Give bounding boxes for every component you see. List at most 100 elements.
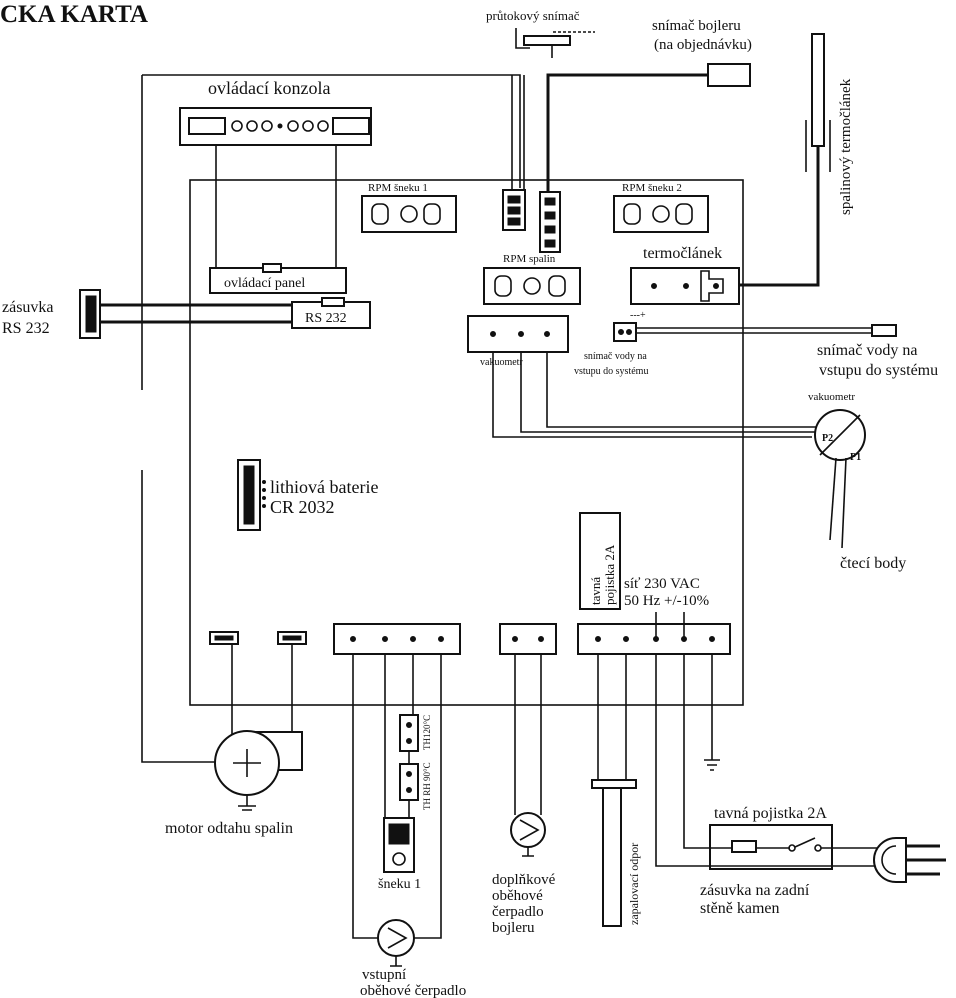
thermostat-120-label: TH120°C: [422, 715, 432, 750]
rear-switch-icon: [794, 837, 816, 848]
console-buttons: [231, 120, 329, 132]
extra-pump-label-3: čerpadlo: [492, 904, 544, 920]
diagram-title: CKA KARTA: [0, 1, 148, 28]
mains-ground-icon: [704, 654, 720, 771]
board-fuse-label-1: tavná: [588, 577, 603, 605]
boiler-pin-3: [544, 225, 556, 234]
water-sensor-connector: [613, 322, 637, 342]
boiler-pin-1: [544, 197, 556, 206]
flow-pin-3: [507, 217, 521, 226]
th120-pin-1: [406, 722, 412, 728]
vacuum-meter-needle: [819, 414, 861, 456]
thermocouple-pins: [651, 283, 719, 289]
thermocouple-cable: [740, 146, 820, 287]
vacuum-wire-3: [546, 352, 820, 428]
control-panel-tab: [262, 263, 282, 273]
extra-pump-pin-1: [512, 636, 518, 642]
console-display-right: [332, 117, 370, 135]
water-pin-2: [626, 329, 632, 335]
exhaust-terminal-2-pin: [282, 635, 302, 641]
th120-pin-2: [406, 738, 412, 744]
inlet-pump-ground: [390, 956, 402, 967]
thermocouple-latch: [700, 270, 724, 302]
flow-sensor-label: průtokový snímač: [486, 8, 580, 23]
rpm-auger-1-label: RPM šneku 1: [368, 182, 428, 194]
vacuum-wire-2: [520, 352, 816, 433]
water-sensor-connector-label-1: snímač vody na: [584, 351, 647, 362]
rpm-flue-connector: [483, 267, 581, 305]
extra-pump: [510, 812, 546, 848]
reading-tube-1: [829, 457, 837, 541]
main-board: [189, 179, 744, 706]
boiler-sensor-cable: [546, 73, 708, 192]
rs232-socket-label-1: zásuvka: [2, 299, 54, 316]
extra-pump-arrow: [519, 819, 540, 841]
vacuum-meter-pins: [490, 331, 550, 337]
power-plug-icon: [873, 837, 907, 883]
boiler-pin-4: [544, 239, 556, 248]
rear-switch-contact-1: [788, 844, 796, 852]
auger-motor-label: šneku 1: [378, 877, 421, 892]
water-sensor-connector-label-2: vstupu do systému: [574, 366, 648, 377]
igniter-head: [591, 779, 637, 789]
rs232-connector-label: RS 232: [305, 311, 347, 326]
console-label: ovládací konzola: [208, 78, 330, 98]
rs232-socket-label-2: RS 232: [2, 320, 50, 337]
th90-pin-1: [406, 771, 412, 777]
flow-sensor-head: [523, 35, 571, 46]
boiler-sensor: [707, 63, 751, 87]
rpm-auger-2-label: RPM šneku 2: [622, 182, 682, 194]
power-plug-pins: [906, 844, 946, 876]
rpm-auger-2-connector: [613, 195, 709, 233]
extra-pump-ground: [522, 847, 534, 857]
flow-pin-2: [507, 206, 521, 215]
mains-neutral-wire: [655, 654, 710, 867]
boiler-sensor-label-2: (na objednávku): [654, 37, 752, 53]
inlet-pump-label-1: vstupní: [362, 967, 406, 983]
thermostat-120: [399, 714, 419, 752]
reading-tube-2: [841, 457, 847, 549]
board-fuse-label-2: pojistka 2A: [602, 544, 617, 605]
outer-frame-left-lower: [141, 470, 222, 763]
rear-fuse-label: tavná pojistka 2A: [714, 805, 827, 822]
vacuum-meter-label: vakuometr: [808, 391, 855, 403]
rear-fuse: [731, 840, 757, 853]
thermostat-90-label: TH RH 90°C: [422, 762, 432, 810]
boiler-sensor-label-1: snímač bojleru: [652, 18, 741, 34]
water-pin-1: [618, 329, 624, 335]
console-display-left: [188, 117, 226, 135]
control-panel-label: ovládací panel: [224, 276, 305, 291]
water-polarity-label: ---+: [630, 310, 646, 321]
extra-pump-label-2: oběhové: [492, 888, 543, 904]
inlet-pump: [377, 919, 415, 957]
rpm-auger-1-connector: [361, 195, 457, 233]
battery-contacts: [262, 480, 266, 508]
rear-fuse-box: [709, 824, 833, 870]
inlet-pump-arrow: [387, 927, 408, 949]
igniter-label: zapalovací odpor: [627, 843, 641, 925]
auger-motor-shaft: [392, 852, 406, 866]
rpm-flue-label: RPM spalin: [503, 253, 556, 265]
extra-pump-pin-2: [538, 636, 544, 642]
battery-cell: [243, 465, 255, 525]
vacuum-p1-label: P1: [850, 452, 861, 463]
rear-socket-label-2: stěně kamen: [700, 900, 780, 917]
flue-thermocouple-probe: [811, 33, 825, 147]
rpm-flue-pins: [494, 275, 566, 297]
water-sensor-external-label-1: snímač vody na: [817, 342, 917, 359]
thermocouple-label: termočlánek: [643, 245, 722, 262]
exhaust-motor-label: motor odtahu spalin: [165, 820, 293, 837]
vacuum-meter-connector-label: vakuometr: [480, 357, 523, 368]
inlet-pump-wire-right: [414, 654, 442, 939]
boiler-connector: [539, 191, 561, 253]
battery-label-2: CR 2032: [270, 497, 335, 517]
auger-motor-window: [388, 823, 410, 845]
power-plug-inner: [881, 845, 897, 875]
water-sensor-external-label-2: vstupu do systému: [819, 362, 938, 379]
rpm-auger-1-pins: [371, 203, 441, 225]
exhaust-motor-cross: [233, 749, 261, 777]
extra-pump-label-1: doplňkové: [492, 872, 556, 888]
board-fuse: [579, 512, 621, 610]
rs232-socket-pins: [85, 295, 97, 333]
flow-sensor-body: [515, 28, 530, 49]
